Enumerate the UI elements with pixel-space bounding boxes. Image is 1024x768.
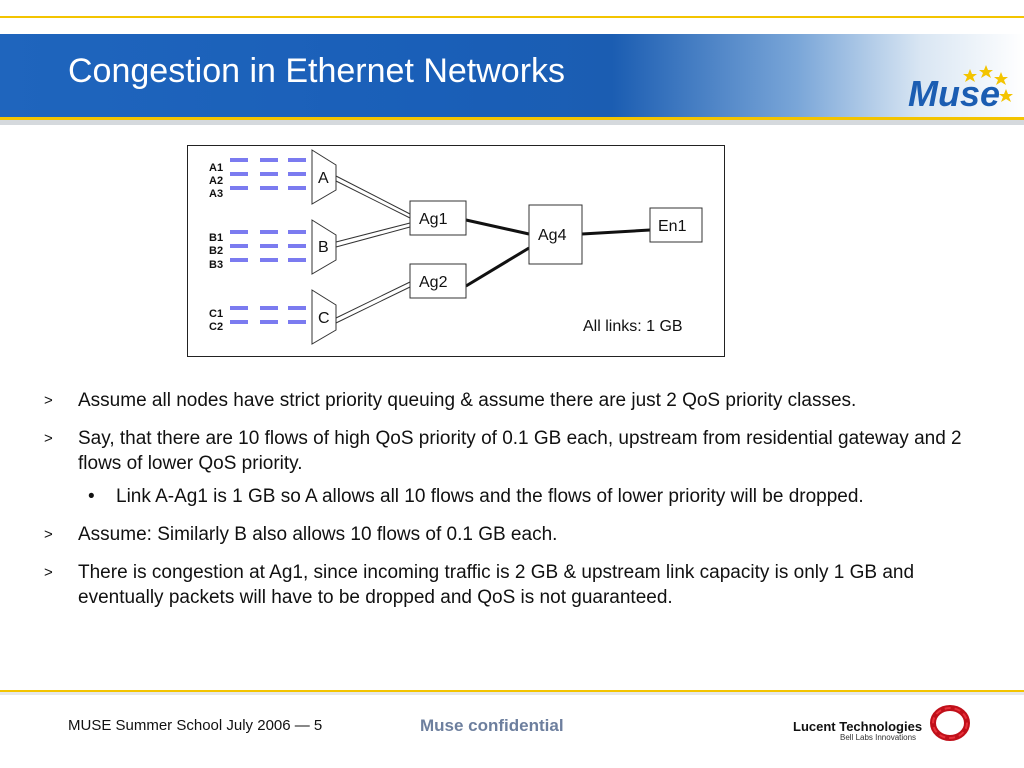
bell-labs-tagline: Bell Labs Innovations	[840, 733, 917, 742]
footer-confidential: Muse confidential	[420, 716, 564, 735]
network-diagram: A1 A2 A3 B1 B2 B3 C1 C2	[187, 145, 725, 357]
bullet-text: Link A-Ag1 is 1 GB so A allows all 10 fl…	[116, 486, 864, 507]
node-label: Ag1	[419, 211, 448, 228]
bullet-marker: >	[44, 526, 53, 543]
flow-label: A1	[209, 162, 223, 174]
slide-title: Congestion in Ethernet Networks	[68, 52, 566, 90]
node-label: B	[318, 239, 329, 256]
footer-shadow	[0, 692, 1024, 695]
star-icon	[963, 65, 1013, 102]
flow-label: C1	[209, 308, 223, 320]
bullet-item: > Say, that there are 10 flows of high Qo…	[44, 426, 974, 476]
bullet-item: > Assume: Similarly B also allows 10 flow…	[44, 522, 974, 547]
flow-queues	[230, 158, 306, 324]
node-label: Ag2	[419, 274, 448, 291]
bullet-item: > There is congestion at Ag1, since incom…	[44, 560, 974, 610]
bullet-marker: >	[44, 564, 53, 581]
title-shadow	[0, 120, 1024, 125]
muse-logo: Muse	[908, 65, 1013, 114]
bullet-text: Assume: Similarly B also allows 10 flows…	[78, 524, 558, 545]
node-b	[311, 219, 337, 275]
lucent-wordmark: Lucent Technologies	[793, 719, 923, 734]
lucent-innovation-ring-icon	[930, 705, 970, 741]
title-underline	[0, 117, 1024, 120]
access-links	[335, 175, 411, 324]
node-c	[311, 289, 337, 345]
node-en1	[649, 207, 703, 243]
node-ag2	[409, 263, 467, 299]
title-bar	[0, 34, 612, 117]
node-ag1	[409, 200, 467, 236]
flow-label: B2	[209, 245, 223, 257]
bullet-marker: >	[44, 430, 53, 447]
node-label: A	[318, 170, 329, 187]
bullet-marker: >	[44, 392, 53, 409]
diagram-note: All links: 1 GB	[583, 318, 683, 335]
bullet-item: > Assume all nodes have strict priority q…	[44, 388, 974, 413]
bullet-text: Assume all nodes have strict priority qu…	[78, 390, 857, 411]
footer-divider	[0, 690, 1024, 692]
node-label: C	[318, 310, 330, 327]
node-label: En1	[658, 218, 687, 235]
flow-label: A2	[209, 175, 223, 187]
top-strip	[0, 0, 1024, 34]
flow-label: B1	[209, 232, 223, 244]
node-label: Ag4	[538, 227, 567, 244]
bullet-text: Say, that there are 10 flows of high QoS…	[78, 428, 962, 474]
logo-text: Muse	[908, 73, 1000, 114]
bullet-text: There is congestion at Ag1, since incomi…	[78, 562, 915, 608]
node-a	[311, 149, 337, 205]
node-ag4	[528, 204, 583, 265]
sub-bullet-item: • Link A-Ag1 is 1 GB so A allows all 10 f…	[44, 484, 974, 509]
bullet-list: > Assume all nodes have strict priority q…	[44, 388, 974, 623]
title-bar-fade	[612, 34, 1024, 117]
flow-label: B3	[209, 259, 223, 271]
flow-label: C2	[209, 321, 223, 333]
network-topology: A1 A2 A3 B1 B2 B3 C1 C2	[209, 149, 703, 345]
footer-left-text: MUSE Summer School July 2006 — 5	[68, 717, 323, 734]
bullet-marker: •	[88, 486, 95, 507]
flow-label: A3	[209, 188, 223, 200]
uplinks	[465, 218, 651, 288]
